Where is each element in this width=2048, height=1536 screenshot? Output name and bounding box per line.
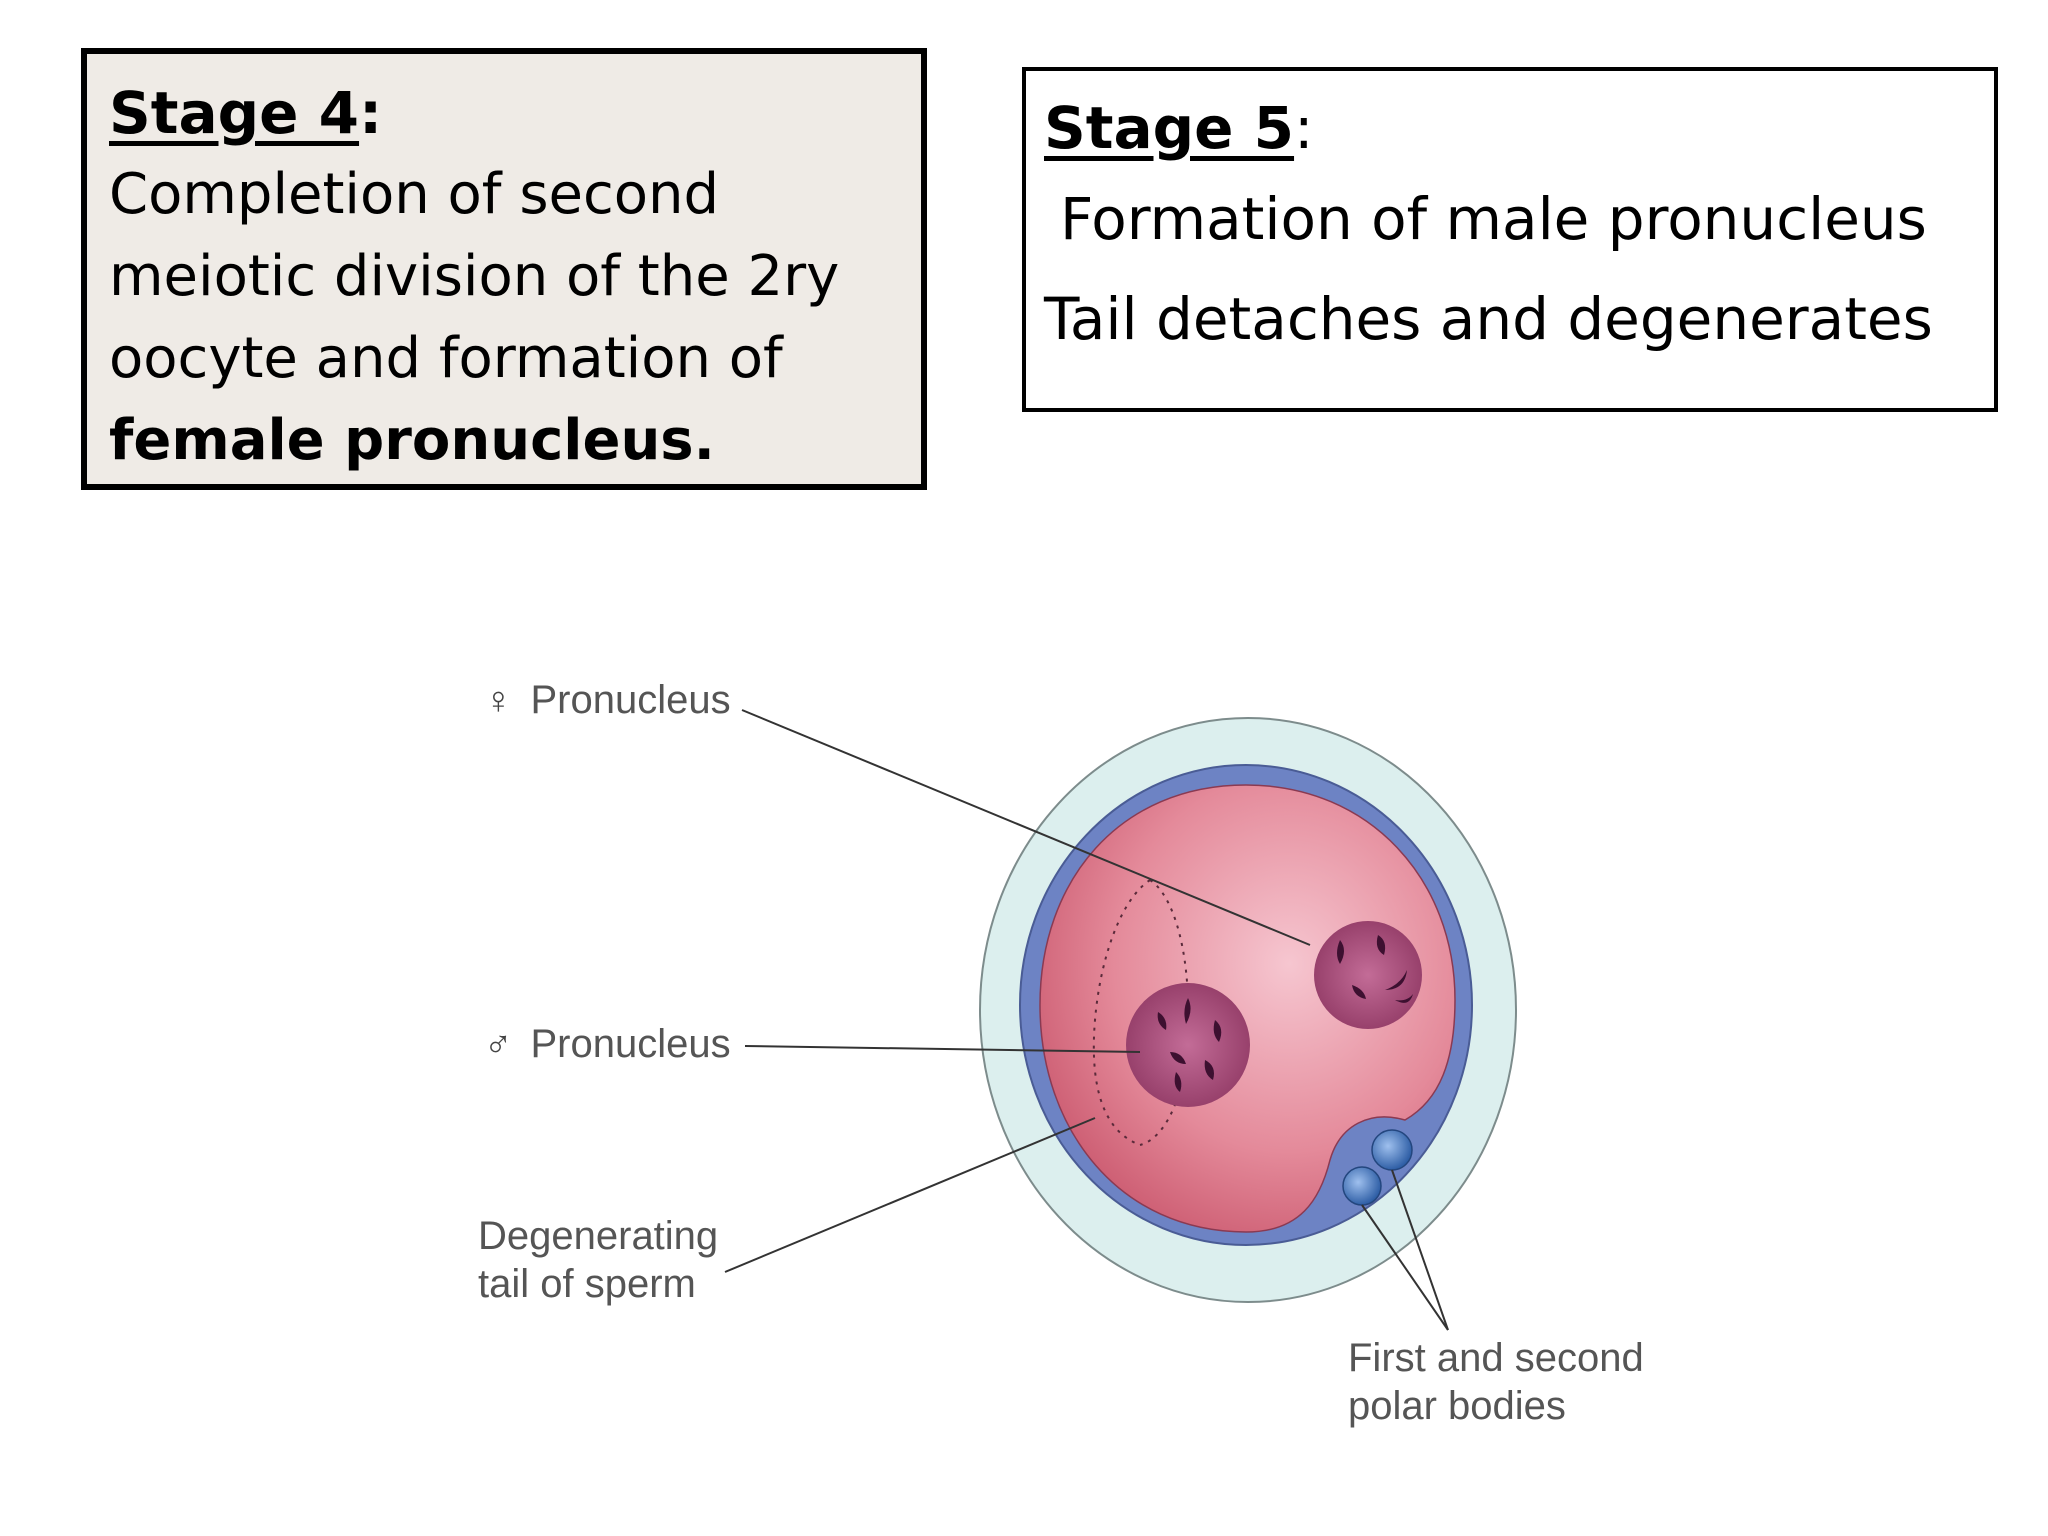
stage-4-body-bold: female pronucleus.	[109, 408, 715, 473]
stage-4-box: Stage 4: Completion of second meiotic di…	[81, 48, 927, 490]
female-chromosomes	[1337, 935, 1413, 1003]
polar-body-2	[1342, 1166, 1382, 1206]
female-symbol-icon: ♀	[484, 680, 513, 722]
perivitelline-layer	[1019, 764, 1473, 1246]
stage-5-title: Stage 5	[1044, 94, 1295, 162]
stage-4-body: Completion of second meiotic division of…	[109, 162, 840, 391]
polar-bodies-label: First and second polar bodies	[1348, 1334, 1644, 1430]
tail-leader-line	[724, 1117, 1096, 1273]
stage-5-heading: Stage 5:	[1044, 87, 1976, 169]
male-symbol-icon: ♂	[484, 1024, 513, 1066]
female-leader-line	[741, 709, 1311, 946]
polar-leader-line-1	[1391, 1169, 1449, 1331]
tail-label-line-2: tail of sperm	[478, 1262, 696, 1306]
polar-leader-line-2	[1361, 1204, 1449, 1331]
tail-dotted-outline	[1092, 879, 1190, 1146]
stage-5-line-2: Tail detaches and degenerates	[1044, 285, 1933, 353]
female-pronucleus	[1314, 921, 1422, 1029]
polar-body-1	[1371, 1129, 1413, 1171]
stage-5-line-1: Formation of male pronucleus	[1060, 185, 1927, 253]
tail-label-line-1: Degenerating	[478, 1214, 719, 1258]
degenerating-tail-label: Degenerating tail of sperm	[478, 1212, 718, 1308]
male-pronucleus-text: Pronucleus	[530, 1022, 731, 1066]
stage-4-title: Stage 4	[109, 79, 360, 147]
female-pronucleus-text: Pronucleus	[530, 678, 731, 722]
male-pronucleus-label: ♂ Pronucleus	[484, 1020, 731, 1069]
male-chromosomes	[1157, 998, 1222, 1092]
stage-4-heading: Stage 4:	[109, 72, 899, 154]
male-pronucleus	[1126, 983, 1250, 1107]
zona-pellucida	[979, 717, 1517, 1303]
male-leader-line	[744, 1045, 1141, 1053]
cytoplasm	[1039, 784, 1456, 1233]
polar-label-line-1: First and second	[1348, 1336, 1644, 1380]
stage-5-box: Stage 5: Formation of male pronucleus Ta…	[1022, 67, 1998, 412]
stage-5-colon: :	[1294, 94, 1314, 162]
polar-label-line-2: polar bodies	[1348, 1384, 1566, 1428]
stage-4-description: Completion of second meiotic division of…	[109, 154, 899, 482]
female-pronucleus-label: ♀ Pronucleus	[484, 676, 731, 725]
stage-4-colon: :	[359, 79, 383, 147]
